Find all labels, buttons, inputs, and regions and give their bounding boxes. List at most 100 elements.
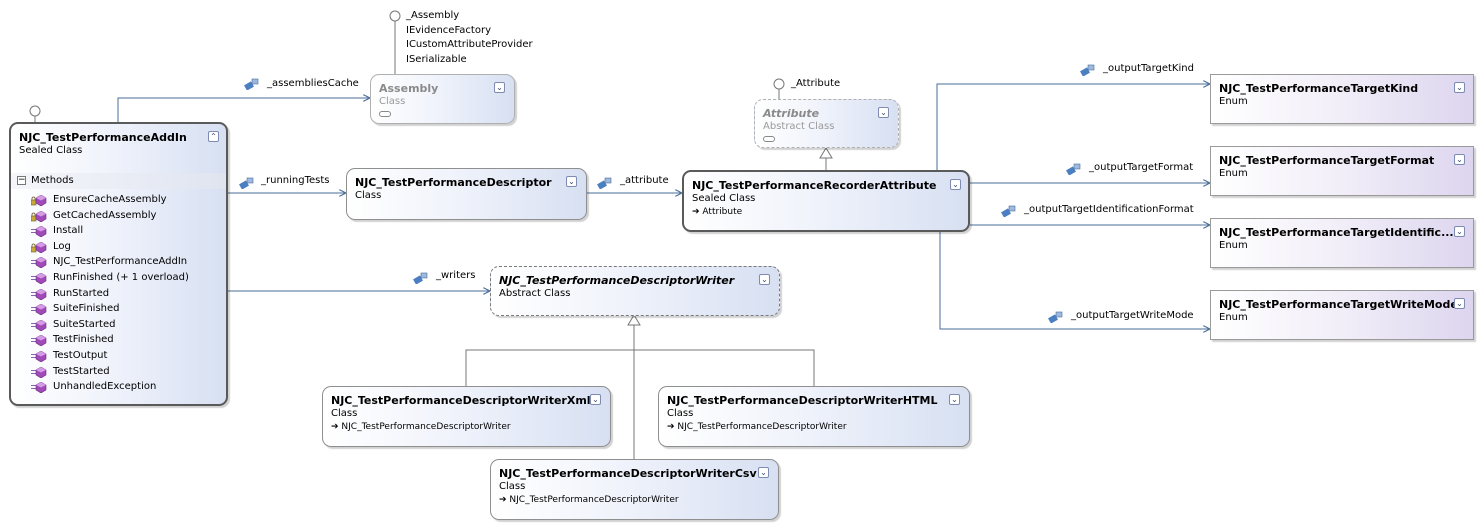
- double-chevron-down-icon[interactable]: ⌄: [590, 394, 601, 405]
- method-icon: [31, 210, 47, 222]
- class-box-test-performance-addin[interactable]: NJC_TestPerformanceAddIn Sealed Class ⌃ …: [9, 122, 228, 406]
- class-box-recorder-attribute[interactable]: NJC_TestPerformanceRecorderAttribute Sea…: [682, 170, 970, 232]
- class-name: Assembly: [379, 82, 439, 95]
- class-stereotype: Class: [379, 96, 406, 107]
- assembly-interface-list: _Assembly IEvidenceFactory ICustomAttrib…: [406, 9, 533, 67]
- class-name: NJC_TestPerformanceDescriptorWriterHTML: [667, 394, 938, 407]
- inherit-arrow-icon: ➔: [499, 495, 507, 505]
- enum-box-target-format[interactable]: NJC_TestPerformanceTargetFormat Enum ⌄: [1210, 146, 1474, 196]
- double-chevron-down-icon[interactable]: ⌄: [759, 274, 770, 285]
- enum-name: NJC_TestPerformanceTargetWriteMode: [1219, 298, 1458, 311]
- assoc-output-target-kind: [936, 84, 1210, 172]
- interface-label: IEvidenceFactory: [406, 24, 491, 36]
- method-name: SuiteStarted: [53, 318, 116, 330]
- inherit-arrow-icon: ➔: [667, 422, 675, 432]
- expand-lozenge-icon[interactable]: [379, 111, 391, 117]
- class-box-descriptor-writer[interactable]: NJC_TestPerformanceDescriptorWriter Abst…: [490, 266, 780, 316]
- inherit-arrow-icon: ➔: [331, 422, 339, 432]
- method-icon: [31, 226, 47, 238]
- enum-name: NJC_TestPerformanceTargetIdentific...: [1219, 226, 1454, 239]
- method-icon: [31, 288, 47, 300]
- assoc-label-running-tests: _runningTests: [261, 175, 330, 186]
- property-icon: [1080, 64, 1095, 76]
- double-chevron-down-icon[interactable]: ⌄: [1454, 82, 1465, 93]
- double-chevron-down-icon[interactable]: ⌄: [950, 179, 961, 190]
- class-box-assembly[interactable]: Assembly Class ⌄: [370, 74, 515, 124]
- method-name: RunStarted: [53, 287, 110, 299]
- class-stereotype: Class: [499, 481, 526, 492]
- methods-section-header[interactable]: − Methods: [11, 173, 226, 189]
- double-chevron-down-icon[interactable]: ⌄: [878, 107, 889, 118]
- base-class-name: NJC_TestPerformanceDescriptorWriter: [341, 422, 511, 432]
- method-name: EnsureCacheAssembly: [53, 194, 167, 205]
- property-icon: [1066, 163, 1081, 175]
- expand-lozenge-icon[interactable]: [763, 136, 775, 142]
- assoc-label-writers: _writers: [436, 270, 476, 281]
- class-stereotype: Class: [667, 408, 694, 419]
- class-stereotype: Abstract Class: [763, 121, 835, 132]
- double-chevron-up-icon[interactable]: ⌃: [208, 131, 219, 142]
- assoc-label-output-target-identification: _outputTargetIdentificationFormat: [1024, 204, 1194, 215]
- method-icon: [31, 366, 47, 378]
- property-icon: [239, 177, 254, 189]
- class-box-descriptor[interactable]: NJC_TestPerformanceDescriptor Class ⌄: [346, 168, 587, 220]
- base-class-label: ➔ NJC_TestPerformanceDescriptorWriter: [331, 422, 511, 432]
- assoc-label-output-target-kind: _outputTargetKind: [1103, 63, 1194, 74]
- method-name: GetCachedAssembly: [53, 209, 157, 221]
- class-stereotype: Class: [355, 190, 382, 201]
- enum-stereotype: Enum: [1219, 312, 1248, 323]
- method-icon: [31, 304, 47, 316]
- method-name: NJC_TestPerformanceAddIn: [53, 256, 188, 268]
- class-stereotype: Class: [331, 408, 358, 419]
- method-name: TestStarted: [53, 365, 110, 377]
- interface-label: ICustomAttributeProvider: [406, 39, 533, 50]
- method-icon: [31, 319, 47, 331]
- interface-lollipop-main: [29, 105, 41, 124]
- double-chevron-down-icon[interactable]: ⌄: [1454, 298, 1465, 309]
- base-class-name: NJC_TestPerformanceDescriptorWriter: [677, 422, 847, 432]
- enum-name: NJC_TestPerformanceTargetFormat: [1219, 154, 1435, 167]
- double-chevron-down-icon[interactable]: ⌄: [494, 82, 505, 93]
- enum-box-target-write-mode[interactable]: NJC_TestPerformanceTargetWriteMode Enum …: [1210, 290, 1474, 340]
- methods-section-title: Methods: [31, 175, 74, 186]
- class-name: NJC_TestPerformanceDescriptorWriterXml: [331, 394, 591, 407]
- class-name: NJC_TestPerformanceRecorderAttribute: [692, 179, 937, 192]
- method-name: TestOutput: [53, 350, 108, 361]
- double-chevron-down-icon[interactable]: ⌄: [1454, 226, 1465, 237]
- class-stereotype: Sealed Class: [19, 145, 83, 156]
- class-box-writer-csv[interactable]: NJC_TestPerformanceDescriptorWriterCsv C…: [490, 459, 779, 520]
- attribute-interface-label: _Attribute: [791, 78, 841, 89]
- method-icon: [31, 382, 47, 394]
- class-name: NJC_TestPerformanceDescriptorWriter: [499, 274, 735, 287]
- enum-box-target-identification[interactable]: NJC_TestPerformanceTargetIdentific... En…: [1210, 218, 1474, 268]
- class-box-attribute[interactable]: Attribute Abstract Class ⌄: [754, 99, 899, 148]
- method-icon: [31, 195, 47, 206]
- double-chevron-down-icon[interactable]: ⌄: [1454, 154, 1465, 165]
- double-chevron-down-icon[interactable]: ⌄: [758, 467, 769, 478]
- class-box-writer-html[interactable]: NJC_TestPerformanceDescriptorWriterHTML …: [658, 386, 970, 447]
- interface-lollipop-attribute: [773, 78, 785, 99]
- collapse-toggle-icon[interactable]: −: [17, 175, 26, 185]
- class-stereotype: Abstract Class: [499, 288, 571, 299]
- enum-stereotype: Enum: [1219, 96, 1248, 107]
- base-class-name: Attribute: [702, 207, 743, 217]
- assoc-assemblies-cache: [117, 98, 370, 124]
- interface-label: ISerializable: [406, 53, 467, 65]
- method-icon: [31, 273, 47, 284]
- class-stereotype: Sealed Class: [692, 193, 756, 204]
- method-name: UnhandledException: [53, 381, 157, 393]
- enum-box-target-kind[interactable]: NJC_TestPerformanceTargetKind Enum ⌄: [1210, 74, 1474, 124]
- method-icon: [31, 257, 47, 269]
- enum-stereotype: Enum: [1219, 240, 1248, 251]
- class-box-writer-xml[interactable]: NJC_TestPerformanceDescriptorWriterXml C…: [322, 386, 611, 447]
- method-name: SuiteFinished: [53, 303, 120, 315]
- assoc-label-output-target-format: _outputTargetFormat: [1089, 162, 1194, 173]
- assoc-label-assemblies-cache: _assembliesCache: [267, 78, 359, 89]
- property-icon: [1048, 311, 1063, 323]
- assoc-label-output-target-write-mode: _outputTargetWriteMode: [1071, 310, 1194, 321]
- class-name: NJC_TestPerformanceDescriptorWriterCsv: [499, 467, 757, 480]
- double-chevron-down-icon[interactable]: ⌄: [949, 394, 960, 405]
- property-icon: [244, 78, 259, 90]
- double-chevron-down-icon[interactable]: ⌄: [566, 176, 577, 187]
